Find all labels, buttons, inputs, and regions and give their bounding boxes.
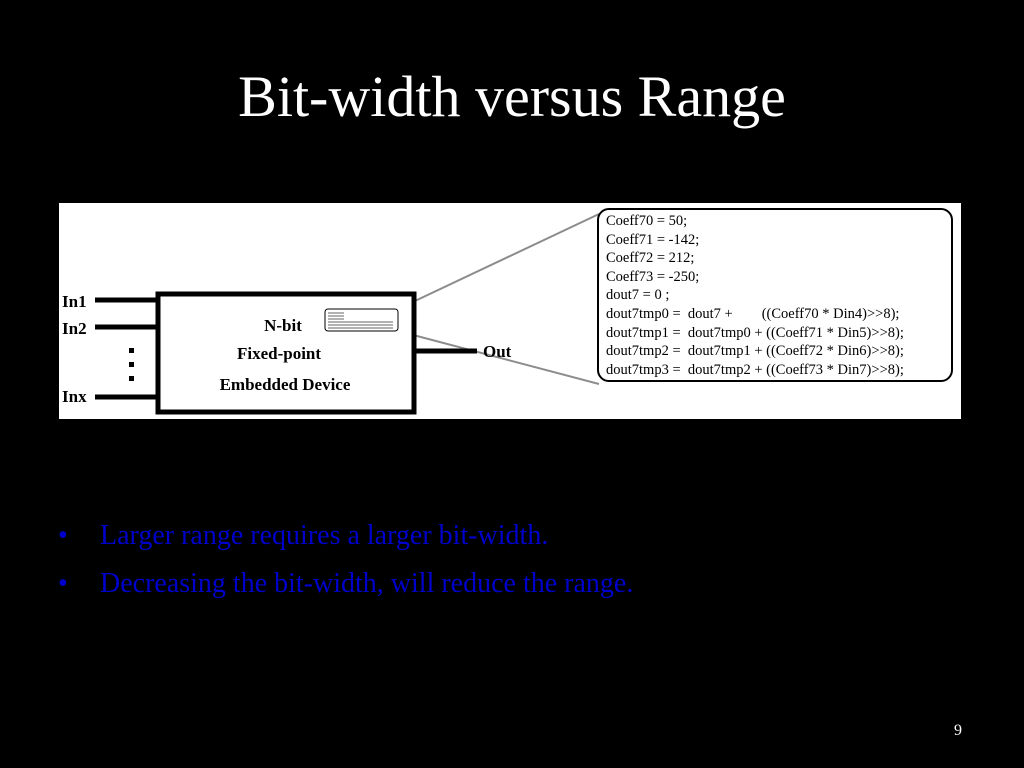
bullet-dot: • (58, 520, 68, 551)
bit-width-diagram: In1 In2 Inx Out N-bit Fixed-point Embedd… (59, 203, 961, 419)
code-line: Coeff72 = 212; (606, 250, 695, 267)
slide-title: Bit-width versus Range (238, 64, 786, 129)
code-line: Coeff70 = 50; (606, 213, 688, 229)
device-label-bits: N-bit (264, 316, 302, 335)
code-line: dout7tmp0 = dout7 + ((Coeff70 * Din4)>>8… (606, 305, 900, 322)
bullet-text: Decreasing the bit-width, will reduce th… (100, 568, 634, 599)
bullet-item: • Decreasing the bit-width, will reduce … (58, 560, 633, 608)
ellipsis-dot (129, 376, 134, 381)
bullet-list: • Larger range requires a larger bit-wid… (58, 512, 633, 608)
device-label-type: Fixed-point (237, 344, 321, 363)
input-label-1: In1 (62, 292, 87, 311)
code-line: dout7tmp2 = dout7tmp1 + ((Coeff72 * Din6… (606, 343, 904, 360)
input-label-x: Inx (62, 387, 87, 406)
device-block-diagram: In1 In2 Inx Out N-bit Fixed-point Embedd… (62, 213, 600, 415)
callout-zoom-line-top (397, 213, 600, 310)
callout-zoom-line-bottom (397, 330, 600, 385)
bullet-item: • Larger range requires a larger bit-wid… (58, 512, 633, 560)
device-label-device: Embedded Device (220, 375, 351, 394)
code-callout: Coeff70 = 50; Coeff71 = -142; Coeff72 = … (597, 208, 953, 382)
code-line: dout7 = 0 ; (606, 287, 670, 304)
ellipsis-dot (129, 362, 134, 367)
slide-number: 9 (954, 722, 962, 739)
bullet-dot: • (58, 568, 68, 599)
code-line: Coeff73 = -250; (606, 268, 700, 285)
output-label: Out (483, 342, 512, 361)
ellipsis-dot (129, 348, 134, 353)
code-line: dout7tmp1 = dout7tmp0 + ((Coeff71 * Din5… (606, 324, 904, 341)
code-line: dout7tmp3 = dout7tmp2 + ((Coeff73 * Din7… (606, 361, 904, 378)
input-label-2: In2 (62, 319, 87, 338)
bullet-text: Larger range requires a larger bit-width… (100, 520, 549, 551)
code-line: Coeff71 = -142; (606, 231, 700, 248)
